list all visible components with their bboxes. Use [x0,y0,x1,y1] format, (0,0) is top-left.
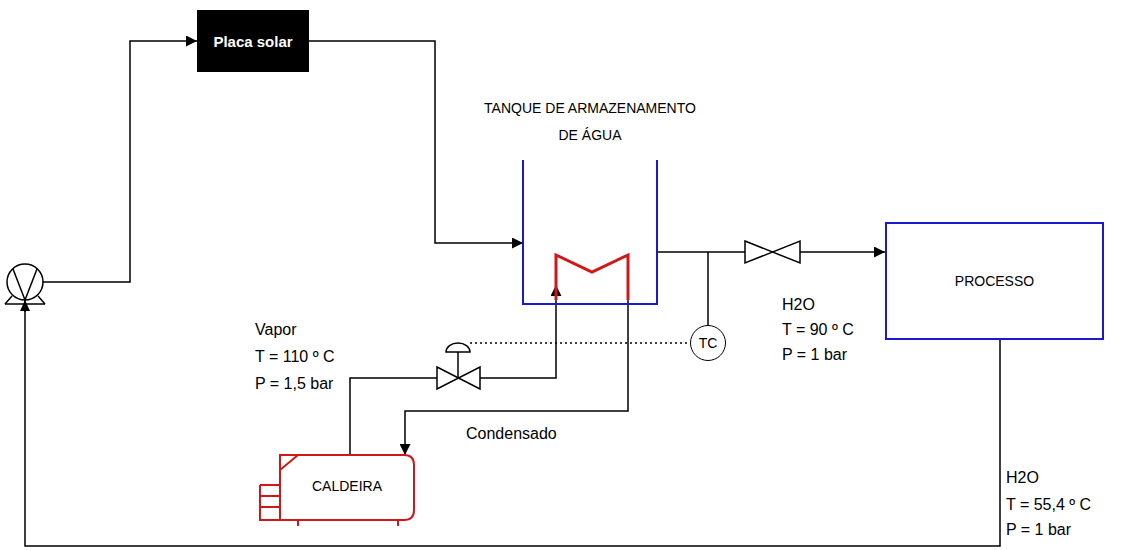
tank-wall [523,160,657,304]
condition-label: H2O [782,297,815,313]
node-text: CALDEIRA [280,478,414,494]
solar-panel-box: Placa solar [197,10,309,72]
condition-label: T = 55,4 º C [1006,497,1091,513]
sensor-stem [707,252,709,326]
condition-label: P = 1 bar [782,347,847,363]
pipe-connector [309,41,523,243]
tank-outline [430,95,750,305]
heating-coil [556,255,628,300]
pipe-connector [350,285,556,455]
condition-label: P = 1,5 bar [255,376,333,392]
node-text: Placa solar [213,33,292,50]
pipe-connector [405,300,628,455]
controller-circle: TC [690,325,726,361]
condition-label: H2O [1006,470,1039,486]
stream-label: Condensado [466,426,557,442]
valve-stem [457,352,459,378]
condition-label: Vapor [255,322,297,338]
node-text: PROCESSO [955,273,1034,289]
condition-label: P = 1 bar [1006,522,1071,538]
control-signal [470,342,690,344]
pump-symbol [5,264,45,312]
storage-tank: TANQUE DE ARMAZENAMENTO DE ÁGUA [430,95,750,305]
process-box: PROCESSO [885,222,1104,340]
valve-actuator [446,343,470,352]
node-text: TANQUE DE ARMAZENAMENTO DE ÁGUA [476,95,704,149]
condition-label: T = 90 º C [782,322,854,338]
valve-symbol [745,241,800,263]
node-text: TC [699,335,718,351]
boiler-shape: CALDEIRA [258,440,420,528]
condition-label: T = 110 º C [255,349,335,365]
pipe-connector [25,41,1000,546]
